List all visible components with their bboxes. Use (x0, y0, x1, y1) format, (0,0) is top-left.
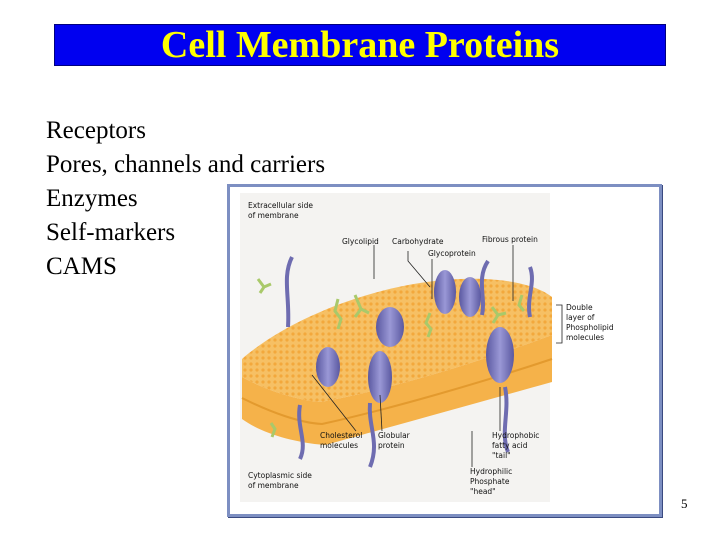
label-extracellular-1: Extracellular side (248, 201, 313, 210)
membrane-bilayer-side (242, 335, 552, 445)
carbohydrate-chain (333, 298, 343, 330)
membrane-illustration (240, 193, 563, 502)
bullet-item: Pores, channels and carriers (46, 151, 326, 178)
label-cytoplasmic-1: Cytoplasmic side (248, 471, 312, 480)
bullet-item: Self-markers (46, 219, 176, 246)
label-glycolipid: Glycolipid (342, 237, 379, 246)
fibrous-protein-shape (479, 259, 490, 316)
page-number: 5 (681, 496, 688, 511)
carbohydrate-chain (256, 278, 272, 294)
fibrous-protein-shape (284, 256, 294, 328)
label-double-layer: Double layer of Phospholipid molecules (566, 303, 614, 342)
leader-lines (311, 245, 563, 467)
slide-title: Cell Membrane Proteins (160, 24, 560, 66)
carbohydrate-chain (353, 294, 370, 318)
globular-protein-shape (368, 351, 392, 403)
bullet-item: Receptors (46, 117, 146, 144)
bullet-list: Receptors Pores, channels and carriers E… (46, 114, 325, 284)
bullet-item: Enzymes (46, 185, 138, 212)
carbohydrate-chain (269, 422, 277, 438)
globular-protein-shape (434, 270, 456, 314)
carbohydrate-chain (517, 294, 526, 312)
fibrous-protein-shape (297, 404, 305, 460)
globular-protein-shape (316, 347, 340, 387)
label-carbohydrate: Carbohydrate (392, 237, 444, 246)
fibrous-protein-shape (502, 386, 510, 453)
bullet-item: CAMS (46, 253, 117, 280)
membrane-figure: Extracellular side of membrane Glycolipi… (227, 184, 662, 517)
fibrous-protein-shape (367, 402, 376, 468)
carbohydrate-chain (424, 312, 433, 338)
globular-protein-shape (376, 307, 404, 347)
label-extracellular-2: of membrane (248, 211, 299, 220)
label-globular-protein: Globular protein (378, 431, 410, 450)
globular-protein-shape (486, 327, 514, 383)
carbohydrate-chain (490, 306, 507, 324)
title-bar: Cell Membrane Proteins (54, 24, 666, 66)
globular-protein-shape (459, 277, 481, 317)
label-hydrophilic-head: Hydrophilic Phosphate "head" (470, 467, 513, 496)
label-fibrous-protein: Fibrous protein (482, 235, 538, 244)
label-hydrophobic-tail: Hydrophobic fatty acid "tail" (492, 431, 540, 460)
fibrous-protein-shape (527, 266, 534, 318)
label-glycoprotein: Glycoprotein (428, 249, 476, 258)
label-cytoplasmic-2: of membrane (248, 481, 299, 490)
label-cholesterol: Cholesterol molecules (320, 431, 363, 450)
